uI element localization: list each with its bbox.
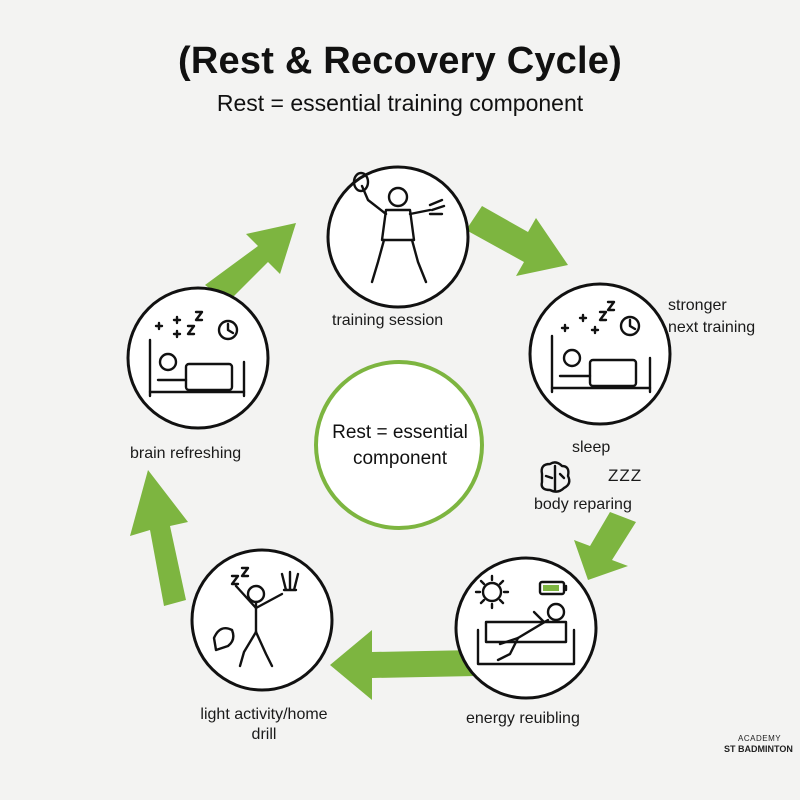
center-line-2: component (352, 448, 447, 469)
zzz-icon (230, 566, 250, 586)
node-circle (454, 556, 598, 700)
logo-line-2: ST BADMINTON (724, 744, 793, 754)
label-energy-reuibling: energy reuibling (466, 710, 580, 727)
logo-line-1: ACADEMY (738, 734, 782, 743)
node-circle (190, 548, 334, 692)
stars-zzz-icon (560, 300, 616, 335)
node-brain-refreshing (126, 286, 270, 430)
sleeping-in-bed-icon (148, 338, 246, 398)
player-with-racket-icon (352, 171, 446, 284)
brain-icon (540, 461, 571, 493)
center-text: Rest = essential component (300, 420, 500, 472)
sleeping-in-bed-icon (550, 334, 652, 394)
label-zzz: ZZZ (608, 466, 643, 485)
label-light-activity: light activity/home (200, 706, 328, 723)
label-sleep: sleep (572, 439, 611, 456)
clock-icon (217, 319, 239, 341)
sun-icon (474, 574, 510, 610)
academy-logo: ACADEMY ST BADMINTON (724, 734, 794, 754)
node-circle (326, 165, 470, 309)
center-line-1: Rest = essential (332, 422, 468, 443)
cycle-arrows (130, 206, 636, 700)
person-stretching-icon (234, 584, 284, 668)
label-body-reparing: body reparing (534, 496, 632, 513)
label-brain-refreshing: brain refreshing (130, 445, 242, 462)
label-training-session: training session (332, 312, 444, 329)
label-next-training: next training (668, 319, 756, 336)
center-ring (314, 360, 484, 530)
label-stronger: stronger (668, 297, 727, 314)
page-title: (Rest & Recovery Cycle) (178, 40, 622, 82)
arrow-brain-to-training (205, 223, 296, 302)
clock-icon (619, 315, 641, 337)
arrow-energy-to-light (330, 630, 476, 700)
stars-zzz-icon (154, 310, 204, 339)
node-training-session (326, 165, 470, 309)
label-drill: drill (251, 726, 277, 743)
arrow-training-to-sleep (466, 206, 568, 276)
node-energy (454, 556, 598, 700)
arrow-sleep-to-energy (574, 512, 636, 580)
battery-icon (538, 580, 568, 596)
arrow-light-to-brain (130, 470, 188, 606)
flexed-arm-icon (212, 627, 235, 652)
node-light-activity (190, 548, 334, 692)
node-sleep (528, 282, 672, 426)
person-on-couch-icon (476, 602, 576, 666)
shuttlecock-icon (280, 570, 300, 592)
page-subtitle: Rest = essential training component (216, 90, 584, 116)
